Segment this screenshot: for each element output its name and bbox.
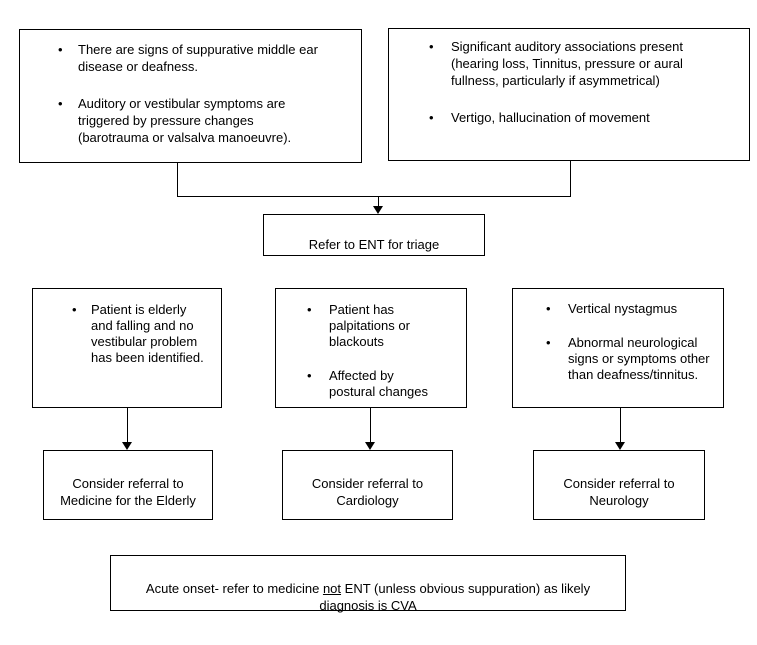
box-refer-ent-triage: Refer to ENT for triage bbox=[263, 214, 485, 256]
box-label: Refer to ENT for triage bbox=[308, 237, 440, 252]
bullet-icon: • bbox=[546, 335, 551, 350]
connector-stem-elderly bbox=[127, 408, 128, 443]
note-text-before: Acute onset- refer to medicine bbox=[145, 581, 323, 596]
box-label: Consider referral to Cardiology bbox=[311, 476, 424, 508]
bullet-text: Vertical nystagmus bbox=[568, 301, 678, 316]
bullet-text: Significant auditory associations presen… bbox=[451, 39, 683, 88]
connector-stem-ent bbox=[378, 196, 379, 207]
bullet-icon: • bbox=[546, 301, 551, 316]
bullet-icon: • bbox=[72, 302, 77, 317]
list-item: • Patient is elderly and falling and no … bbox=[72, 302, 219, 366]
bullet-icon: • bbox=[58, 42, 63, 57]
arrowhead-neurology-icon bbox=[615, 442, 625, 450]
bullet-text: Vertigo, hallucination of movement bbox=[451, 110, 650, 125]
bullet-text: Patient has palpitations or blackouts bbox=[329, 302, 410, 349]
box-elderly-falls: • Patient is elderly and falling and no … bbox=[32, 288, 222, 408]
note-text-after: ENT (unless obvious suppuration) as like… bbox=[319, 581, 591, 613]
bullet-text: Patient is elderly and falling and no ve… bbox=[91, 302, 204, 365]
bullet-icon: • bbox=[307, 302, 312, 317]
box-palpitations-blackouts: • Patient has palpitations or blackouts … bbox=[275, 288, 467, 408]
list-item: • Auditory or vestibular symptoms are tr… bbox=[58, 95, 355, 146]
note-text-underlined: not bbox=[322, 581, 342, 596]
connector-stub-left bbox=[177, 163, 178, 197]
box-acute-onset-note: Acute onset- refer to medicine not ENT (… bbox=[110, 555, 626, 613]
box-referral-neurology: Consider referral to Neurology bbox=[533, 450, 705, 520]
connector-stem-neurology bbox=[620, 408, 621, 443]
list-item: • Patient has palpitations or blackouts bbox=[307, 302, 464, 350]
box-suppurative-signs: • There are signs of suppurative middle … bbox=[19, 29, 362, 163]
bullet-text: Affected by postural changes bbox=[329, 368, 429, 399]
connector-stub-right bbox=[570, 161, 571, 197]
connector-horizontal bbox=[177, 196, 571, 197]
connector-stem-cardiology bbox=[370, 408, 371, 443]
box-vertical-nystagmus: • Vertical nystagmus • Abnormal neurolog… bbox=[512, 288, 724, 408]
box-label: Consider referral to Medicine for the El… bbox=[60, 476, 196, 508]
arrowhead-cardiology-icon bbox=[365, 442, 375, 450]
arrowhead-ent-icon bbox=[373, 206, 383, 214]
list-item: • There are signs of suppurative middle … bbox=[58, 41, 355, 75]
box-label: Consider referral to Neurology bbox=[563, 476, 675, 508]
box-auditory-associations: • Significant auditory associations pres… bbox=[388, 28, 750, 161]
list-item: • Abnormal neurological signs or symptom… bbox=[546, 335, 721, 383]
bullet-icon: • bbox=[58, 96, 63, 111]
list-item: • Affected by postural changes bbox=[307, 368, 464, 400]
list-item: • Significant auditory associations pres… bbox=[429, 38, 743, 89]
bullet-text: Auditory or vestibular symptoms are trig… bbox=[78, 96, 292, 145]
arrowhead-elderly-icon bbox=[122, 442, 132, 450]
bullet-icon: • bbox=[429, 39, 434, 54]
bullet-icon: • bbox=[429, 110, 434, 125]
list-item: • Vertigo, hallucination of movement bbox=[429, 109, 743, 126]
bullet-text: There are signs of suppurative middle ea… bbox=[78, 42, 318, 74]
bullet-text: Abnormal neurological signs or symptoms … bbox=[568, 335, 710, 382]
bullet-icon: • bbox=[307, 368, 312, 383]
box-referral-elderly-medicine: Consider referral to Medicine for the El… bbox=[43, 450, 213, 520]
box-referral-cardiology: Consider referral to Cardiology bbox=[282, 450, 453, 520]
list-item: • Vertical nystagmus bbox=[546, 301, 721, 317]
